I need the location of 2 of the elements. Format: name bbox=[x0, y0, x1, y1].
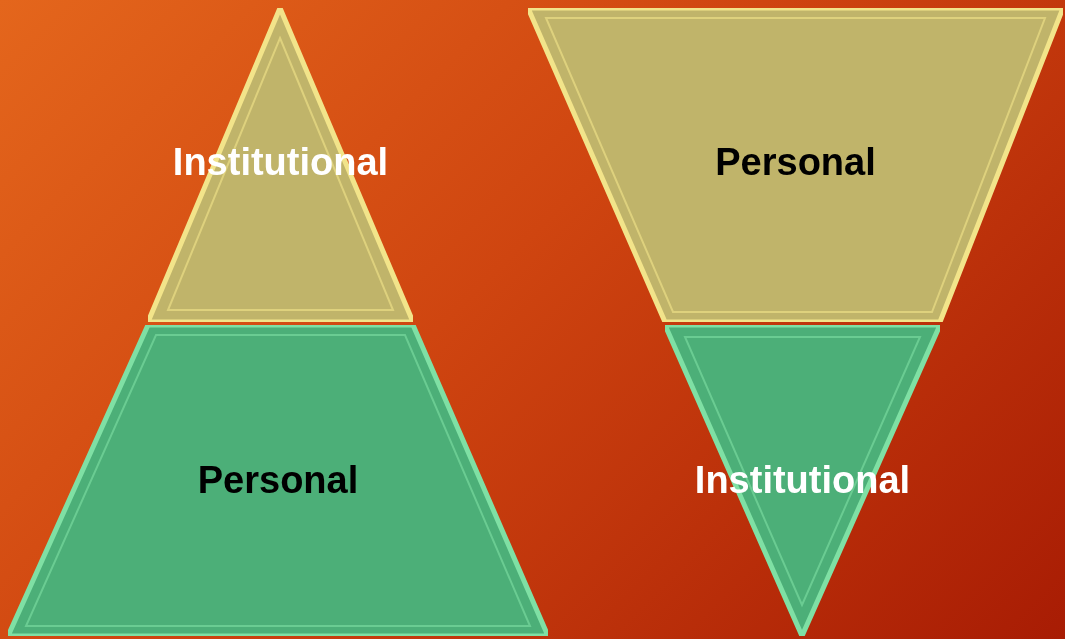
shape-label: Personal bbox=[714, 143, 877, 181]
shape-label: Personal bbox=[196, 461, 360, 499]
